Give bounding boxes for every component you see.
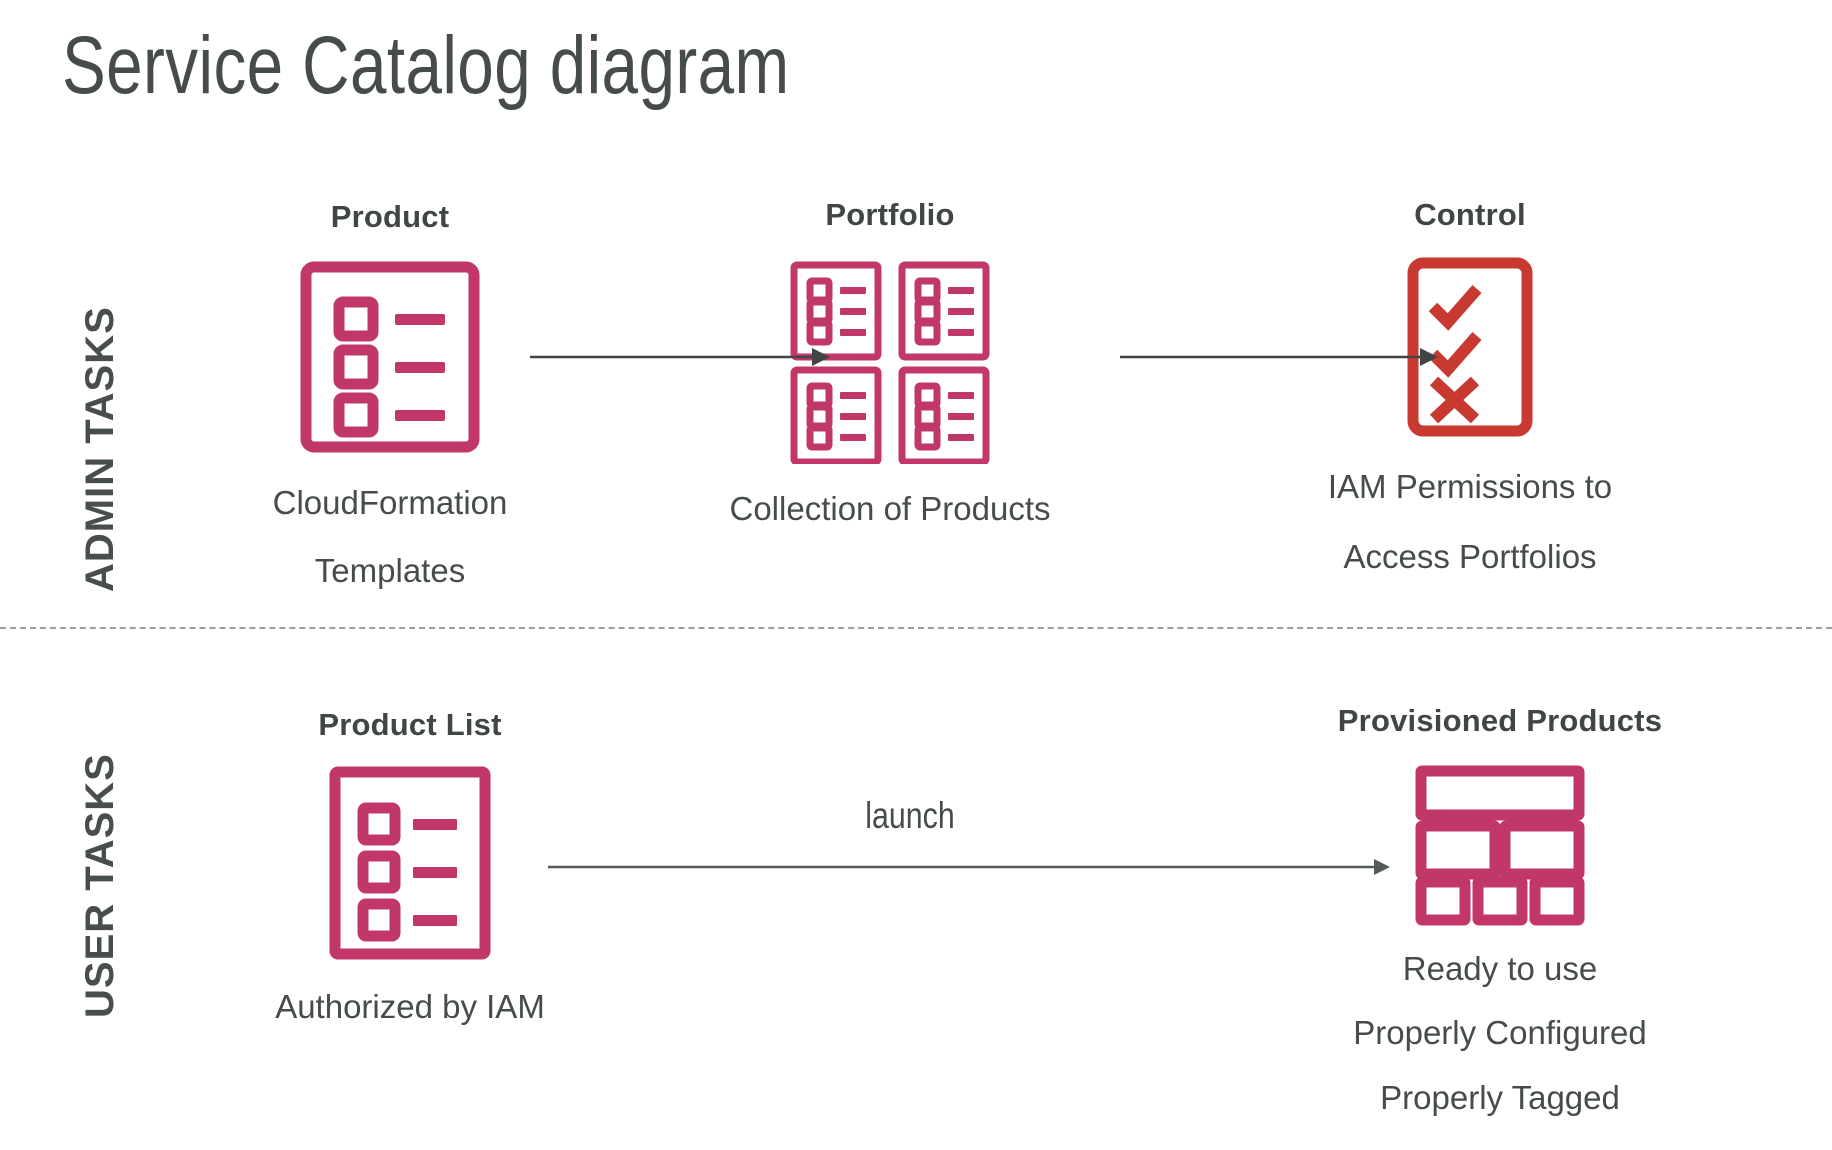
section-label-admin-tasks: ADMIN TASKS [78,306,122,592]
arrow-launch [548,855,1390,884]
node-portfolio-title: Portfolio [825,197,955,232]
block-layout-grid-icon [1290,764,1710,926]
node-provisioned-products: Provisioned Products Ready to use Proper… [1290,703,1710,1119]
checklist-document-icon [250,764,570,962]
node-control: Control IAM Permissions to Access Portfo… [1270,197,1670,579]
node-portfolio-caption-line1: Collection of Products [729,490,1051,528]
node-provisioned-products-caption-line3: Properly Tagged [1380,1078,1620,1116]
node-provisioned-products-title: Provisioned Products [1337,703,1663,738]
node-control-caption-line1: IAM Permissions to [1327,468,1613,506]
node-provisioned-products-caption-line1: Ready to use [1402,950,1598,988]
arrow-product-to-portfolio [530,345,830,374]
node-control-title: Control [1414,197,1526,232]
arrow-launch-label: launch [865,795,955,836]
check-check-cross-clipboard-icon [1270,256,1670,438]
node-product-caption-line1: CloudFormation [272,484,508,522]
node-product-list: Product List Authorized by IAM [250,707,570,1028]
node-product: Product CloudFormation Templates [240,199,540,593]
arrow-portfolio-to-control [1120,345,1438,374]
node-control-caption-line2: Access Portfolios [1343,538,1597,576]
section-label-user-tasks: USER TASKS [78,753,122,1018]
node-product-caption-line2: Templates [314,552,466,590]
four-documents-grid-icon [690,258,1090,465]
page-title: Service Catalog diagram [62,20,790,111]
node-portfolio: Portfolio [690,197,1090,530]
node-product-list-title: Product List [318,707,502,742]
node-product-title: Product [330,199,450,234]
node-product-list-caption-line1: Authorized by IAM [275,988,545,1026]
section-divider [0,627,1832,629]
checklist-document-icon [240,258,540,456]
node-provisioned-products-caption-line2: Properly Configured [1353,1014,1647,1052]
